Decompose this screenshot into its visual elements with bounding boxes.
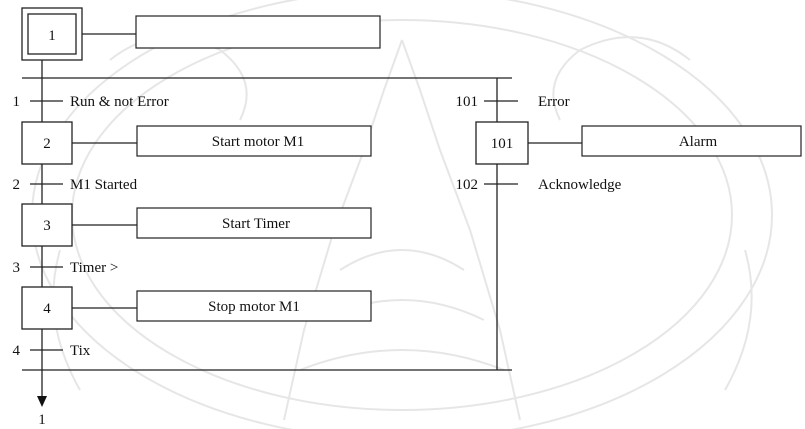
step-101-label: 101 <box>491 136 514 152</box>
action-3-label: Start Timer <box>222 216 290 232</box>
step-2: 2 <box>22 122 72 164</box>
transition-102-condition: Acknowledge <box>538 177 622 193</box>
step-3-label: 3 <box>43 218 51 234</box>
action-1 <box>136 16 380 48</box>
jump-target-label: 1 <box>38 412 46 428</box>
transition-3-number: 3 <box>13 260 21 276</box>
jump-arrow <box>37 396 47 407</box>
action-4-label: Stop motor M1 <box>208 299 300 315</box>
transition-3: 3 Timer > <box>13 260 119 276</box>
transition-102-number: 102 <box>456 177 479 193</box>
transition-2-condition: M1 Started <box>70 177 138 193</box>
transition-102: 102 Acknowledge <box>456 177 622 193</box>
transition-1-condition: Run & not Error <box>70 94 169 110</box>
step-101: 101 <box>476 122 528 164</box>
step-3: 3 <box>22 204 72 246</box>
transition-2: 2 M1 Started <box>13 177 138 193</box>
transition-101: 101 Error <box>456 94 570 110</box>
transition-4-number: 4 <box>13 343 21 359</box>
action-2-label: Start motor M1 <box>212 134 305 150</box>
transition-4: 4 Tix <box>13 343 91 359</box>
transition-1: 1 Run & not Error <box>13 94 169 110</box>
action-2: Start motor M1 <box>137 126 371 156</box>
transition-2-number: 2 <box>13 177 21 193</box>
step-2-label: 2 <box>43 136 51 152</box>
transition-1-number: 1 <box>13 94 21 110</box>
action-3: Start Timer <box>137 208 371 238</box>
step-4-label: 4 <box>43 301 51 317</box>
step-1: 1 <box>22 8 82 60</box>
transition-101-condition: Error <box>538 94 570 110</box>
action-101: Alarm <box>582 126 801 156</box>
action-101-label: Alarm <box>679 134 718 150</box>
step-1-label: 1 <box>48 28 56 44</box>
action-4: Stop motor M1 <box>137 291 371 321</box>
step-4: 4 <box>22 287 72 329</box>
transition-101-number: 101 <box>456 94 479 110</box>
transition-3-condition: Timer > <box>70 260 118 276</box>
transition-4-condition: Tix <box>70 343 91 359</box>
